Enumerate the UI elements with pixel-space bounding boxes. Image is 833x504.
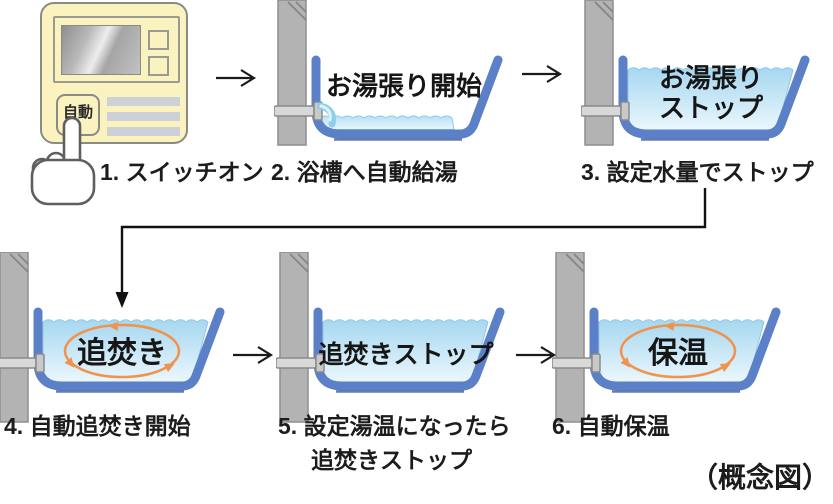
tub-status-text: 追焚きストップ [318, 341, 494, 369]
panel-display-frame [53, 16, 180, 83]
auto-button[interactable]: 自動 [56, 94, 100, 136]
elbow-arrow-down [115, 188, 707, 308]
step-3-label: 3. 設定水量でストップ [581, 159, 814, 185]
wall [0, 252, 29, 423]
tub-status-text: お湯張り ストップ [658, 63, 763, 123]
wall [277, 0, 307, 146]
arrow-right-icon [216, 69, 257, 87]
step-5-label: 5. 設定湯温になったら 追焚きストップ [278, 407, 511, 475]
panel-screen [61, 25, 141, 75]
tub-status-text: 追焚き [77, 337, 167, 370]
wall [555, 252, 585, 423]
water-shallow [319, 115, 455, 130]
bathtub-filling: お湯張り開始 [274, 0, 514, 175]
panel-square-button-2[interactable] [148, 56, 169, 76]
tub-status-text: 保温 [648, 337, 708, 370]
water-full [627, 67, 794, 131]
step-5-label-line1: 5. 設定湯温になったら [278, 413, 511, 439]
circulation-arrows-icon [619, 321, 737, 379]
circulation-arrows-icon [63, 321, 181, 379]
wall [584, 0, 614, 146]
step-2-label: 2. 浴槽へ自動給湯 [271, 159, 458, 185]
step-1-label: 1. スイッチオン [100, 159, 264, 185]
bathtub-keep-warm: 保温 [552, 252, 792, 427]
step-5-label-line2: 追焚きストップ [311, 447, 472, 473]
arrow-right-icon [516, 346, 557, 364]
faucet-pipe [581, 105, 622, 117]
panel-label-bar [107, 97, 180, 106]
panel-label-bar [107, 127, 180, 136]
step-4-label: 4. 自動追焚き開始 [4, 413, 191, 439]
arrow-right-icon [522, 65, 563, 83]
diagram-caption: （概念図） [690, 462, 831, 493]
faucet-pipe [0, 357, 37, 369]
bathtub-reheat-stop: 追焚きストップ [276, 252, 516, 427]
step-6-label: 6. 自動保温 [552, 413, 670, 439]
panel-label-bar [107, 112, 180, 121]
pointing-hand-icon [30, 116, 96, 206]
wall [279, 252, 309, 423]
tub-status-text: お湯張り開始 [325, 71, 482, 101]
panel-square-button-1[interactable] [148, 30, 169, 50]
bathtub-reheating: 追焚き [0, 252, 236, 427]
arrow-right-icon [233, 346, 274, 364]
bathtub-full-stop: お湯張り ストップ [581, 0, 821, 175]
faucet-pipe [274, 105, 315, 117]
water-full [322, 319, 489, 383]
